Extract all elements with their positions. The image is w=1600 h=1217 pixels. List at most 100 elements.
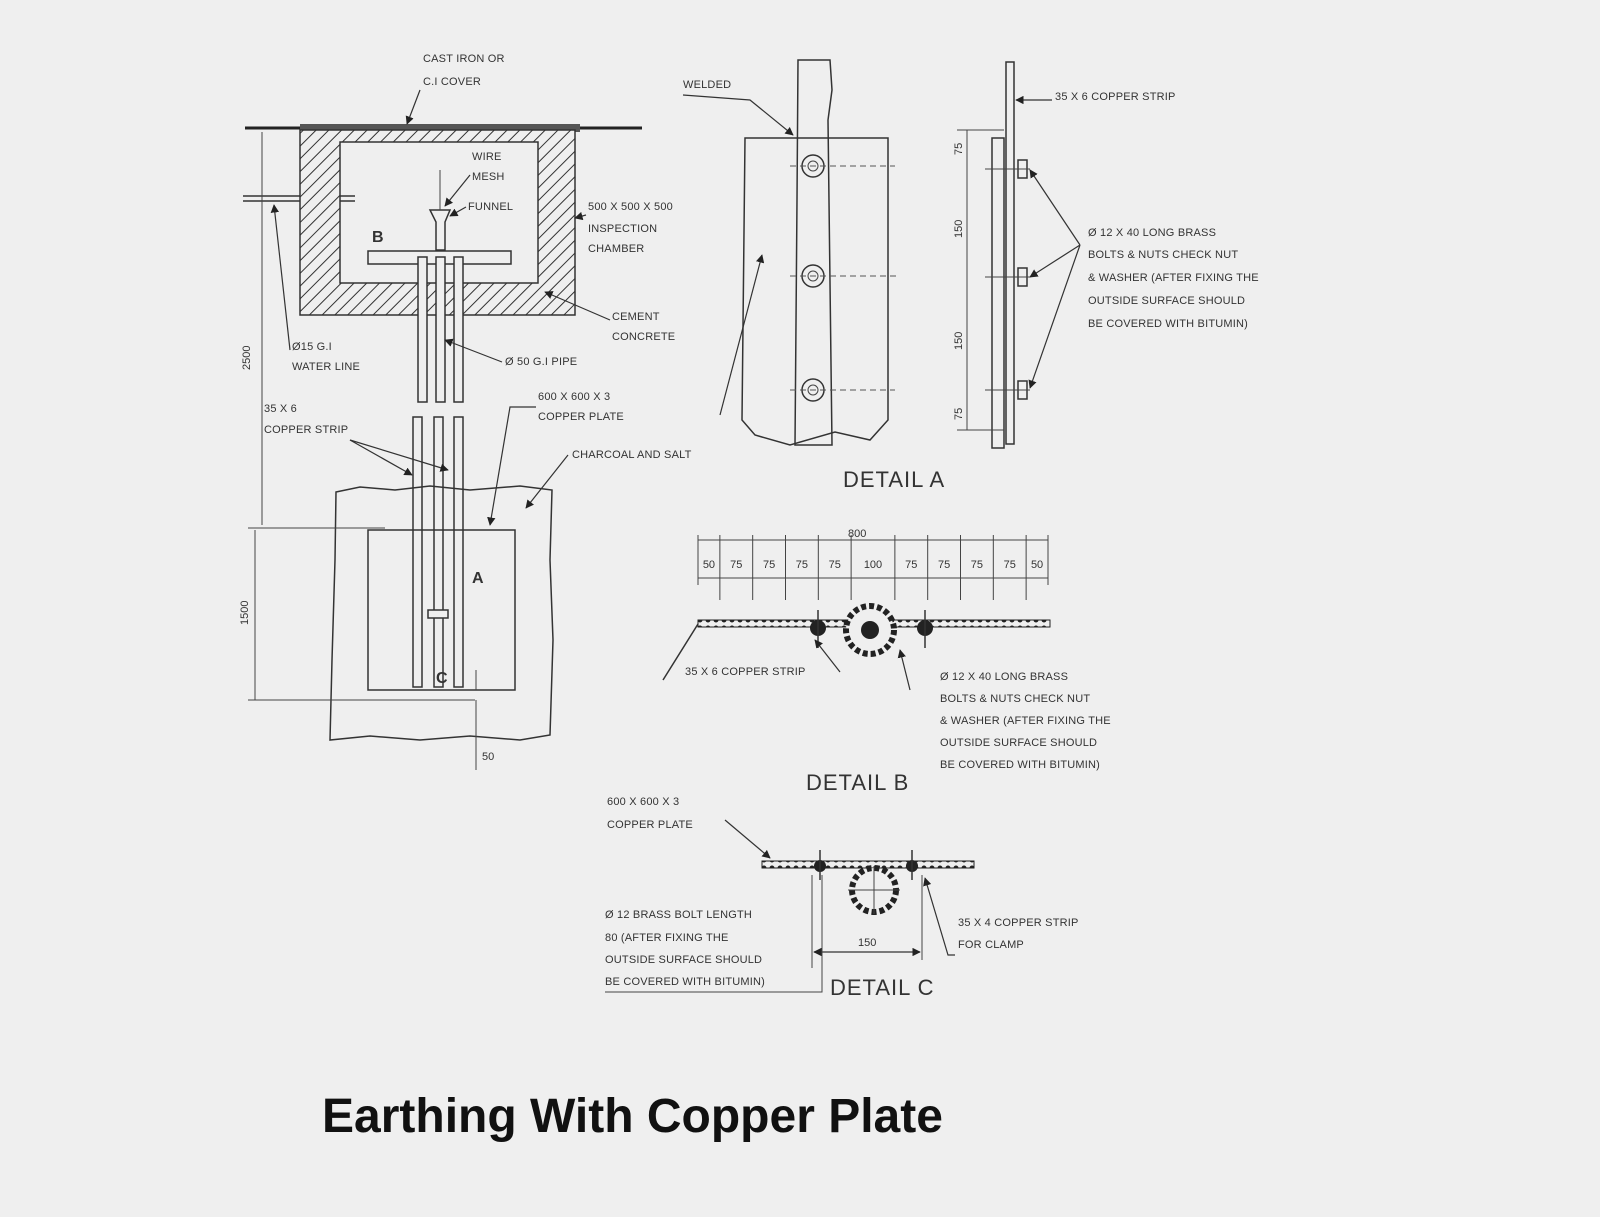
detail-b-title: DETAIL B	[806, 770, 909, 795]
detail-b-spacing-label: 75	[829, 559, 841, 571]
detail-a-plate	[741, 137, 889, 446]
detail-a-dim-4: 75	[953, 408, 965, 420]
detail-b-spacing-label: 75	[971, 559, 983, 571]
label-copper-plate-2: COPPER PLATE	[538, 411, 624, 423]
charcoal-pit	[329, 485, 554, 741]
label-gi-pipe: Ø 50 G.I PIPE	[505, 356, 577, 368]
leader-wire-mesh	[444, 174, 471, 207]
leader-cover	[405, 89, 421, 125]
detail-b-spacing-label: 75	[796, 559, 808, 571]
label-cover-2: C.I COVER	[423, 76, 481, 88]
leader-cement	[544, 291, 611, 321]
leader-detail-a-bolt-2	[1029, 244, 1081, 278]
detail-b-strip-label: 35 X 6 COPPER STRIP	[685, 666, 806, 678]
detail-c-bolt-1: Ø 12 BRASS BOLT LENGTH	[605, 909, 752, 921]
detail-b-spacing-label: 50	[1031, 559, 1043, 571]
letter-b: B	[372, 229, 384, 246]
detail-b-spacing-label: 75	[1004, 559, 1016, 571]
label-copper-strip-2: COPPER STRIP	[264, 424, 348, 436]
letter-c: C	[436, 670, 448, 687]
label-chamber-1: 500 X 500 X 500	[588, 201, 673, 213]
detail-b-bolts	[810, 610, 933, 648]
detail-b-spacing-label: 75	[730, 559, 742, 571]
leader-detail-c-clamp	[923, 877, 955, 956]
detail-a-bolts-1: Ø 12 X 40 LONG BRASS	[1088, 227, 1216, 239]
detail-c-clamp-2: FOR CLAMP	[958, 939, 1024, 951]
copper-plate	[367, 529, 516, 691]
detail-c-plate-1: 600 X 600 X 3	[607, 796, 679, 808]
detail-a: WELDED 75 150 150 75 35 X 6 COPPER STRIP…	[682, 59, 1259, 492]
detail-c-clamp-1: 35 X 4 COPPER STRIP	[958, 917, 1079, 929]
detail-c-bolt-2: 80 (AFTER FIXING THE	[605, 932, 729, 944]
leader-copper-plate	[487, 406, 536, 526]
leader-charcoal	[525, 454, 569, 509]
dim-bottom: 50	[482, 751, 494, 763]
funnel	[428, 209, 452, 251]
letter-a: A	[472, 570, 484, 587]
dim-depth: 2500	[241, 346, 253, 370]
pipe-and-strips-lower	[412, 416, 464, 688]
detail-b-bolts-4: OUTSIDE SURFACE SHOULD	[940, 737, 1097, 749]
detail-b-total: 800	[848, 528, 866, 540]
detail-b-pipe-core	[861, 621, 879, 639]
leader-water-line	[270, 204, 291, 351]
detail-c: 150 600 X 600 X 3 COPPER PLATE Ø 12 BRAS…	[605, 796, 1079, 1000]
detail-a-dim-3: 150	[953, 332, 965, 350]
leader-chamber	[574, 211, 587, 221]
leader-welded	[682, 94, 794, 136]
cast-iron-cover	[300, 124, 580, 132]
detail-b-plate-end	[662, 623, 699, 681]
leader-detail-a-plate	[719, 254, 765, 416]
detail-c-bolt-3: OUTSIDE SURFACE SHOULD	[605, 954, 762, 966]
main-section-view: B A C 2500 1500 50	[239, 53, 692, 770]
label-wire-mesh-2: MESH	[472, 171, 505, 183]
detail-a-bolts	[801, 154, 825, 402]
detail-a-title: DETAIL A	[843, 467, 945, 492]
label-cement-1: CEMENT	[612, 311, 660, 323]
detail-b-spacing-label: 75	[905, 559, 917, 571]
detail-a-bolts-3: & WASHER (AFTER FIXING THE	[1088, 272, 1259, 284]
detail-b-spacing-label: 75	[763, 559, 775, 571]
leader-copper-strip-a	[349, 439, 413, 476]
detail-a-strip	[794, 59, 833, 446]
label-water-line-1: Ø15 G.I	[292, 341, 332, 353]
detail-a-dim-1: 75	[953, 143, 965, 155]
leader-copper-strip-b	[349, 439, 449, 472]
label-wire-mesh-1: WIRE	[472, 151, 502, 163]
page-title: Earthing With Copper Plate	[322, 1090, 943, 1143]
detail-b-bolts-5: BE COVERED WITH BITUMIN)	[940, 759, 1100, 771]
leader-gi-pipe	[444, 338, 503, 363]
label-cement-2: CONCRETE	[612, 331, 675, 343]
detail-c-plate-2: COPPER PLATE	[607, 819, 693, 831]
label-cover-1: CAST IRON OR	[423, 53, 505, 65]
leader-detail-c-bolt	[605, 875, 823, 993]
detail-b-bolts-3: & WASHER (AFTER FIXING THE	[940, 715, 1111, 727]
label-chamber-3: CHAMBER	[588, 243, 644, 255]
detail-a-dim-2: 150	[953, 220, 965, 238]
detail-c-dim: 150	[858, 937, 876, 949]
detail-a-strip-label: 35 X 6 COPPER STRIP	[1055, 91, 1176, 103]
leader-detail-a-bolt-1	[1029, 169, 1081, 246]
detail-a-bolts-5: BE COVERED WITH BITUMIN)	[1088, 318, 1248, 330]
detail-a-side-view	[957, 61, 1030, 449]
detail-b-bolts-2: BOLTS & NUTS CHECK NUT	[940, 693, 1090, 705]
label-chamber-2: INSPECTION	[588, 223, 657, 235]
leader-detail-c-plate	[724, 819, 771, 859]
detail-b-spacing-label: 75	[938, 559, 950, 571]
detail-a-bolts-2: BOLTS & NUTS CHECK NUT	[1088, 249, 1238, 261]
detail-b-bolts-1: Ø 12 X 40 LONG BRASS	[940, 671, 1068, 683]
label-charcoal: CHARCOAL AND SALT	[572, 449, 692, 461]
label-water-line-2: WATER LINE	[292, 361, 360, 373]
label-copper-strip-1: 35 X 6	[264, 403, 297, 415]
detail-b-spacing-label: 100	[864, 559, 882, 571]
detail-b-spacing-ticks	[697, 535, 1049, 600]
detail-c-title: DETAIL C	[830, 975, 935, 1000]
detail-c-bolts	[814, 850, 918, 880]
leader-detail-b-bolt	[897, 649, 911, 691]
detail-c-bolt-4: BE COVERED WITH BITUMIN)	[605, 976, 765, 988]
detail-a-bolts-4: OUTSIDE SURFACE SHOULD	[1088, 295, 1245, 307]
detail-a-welded: WELDED	[683, 79, 731, 91]
